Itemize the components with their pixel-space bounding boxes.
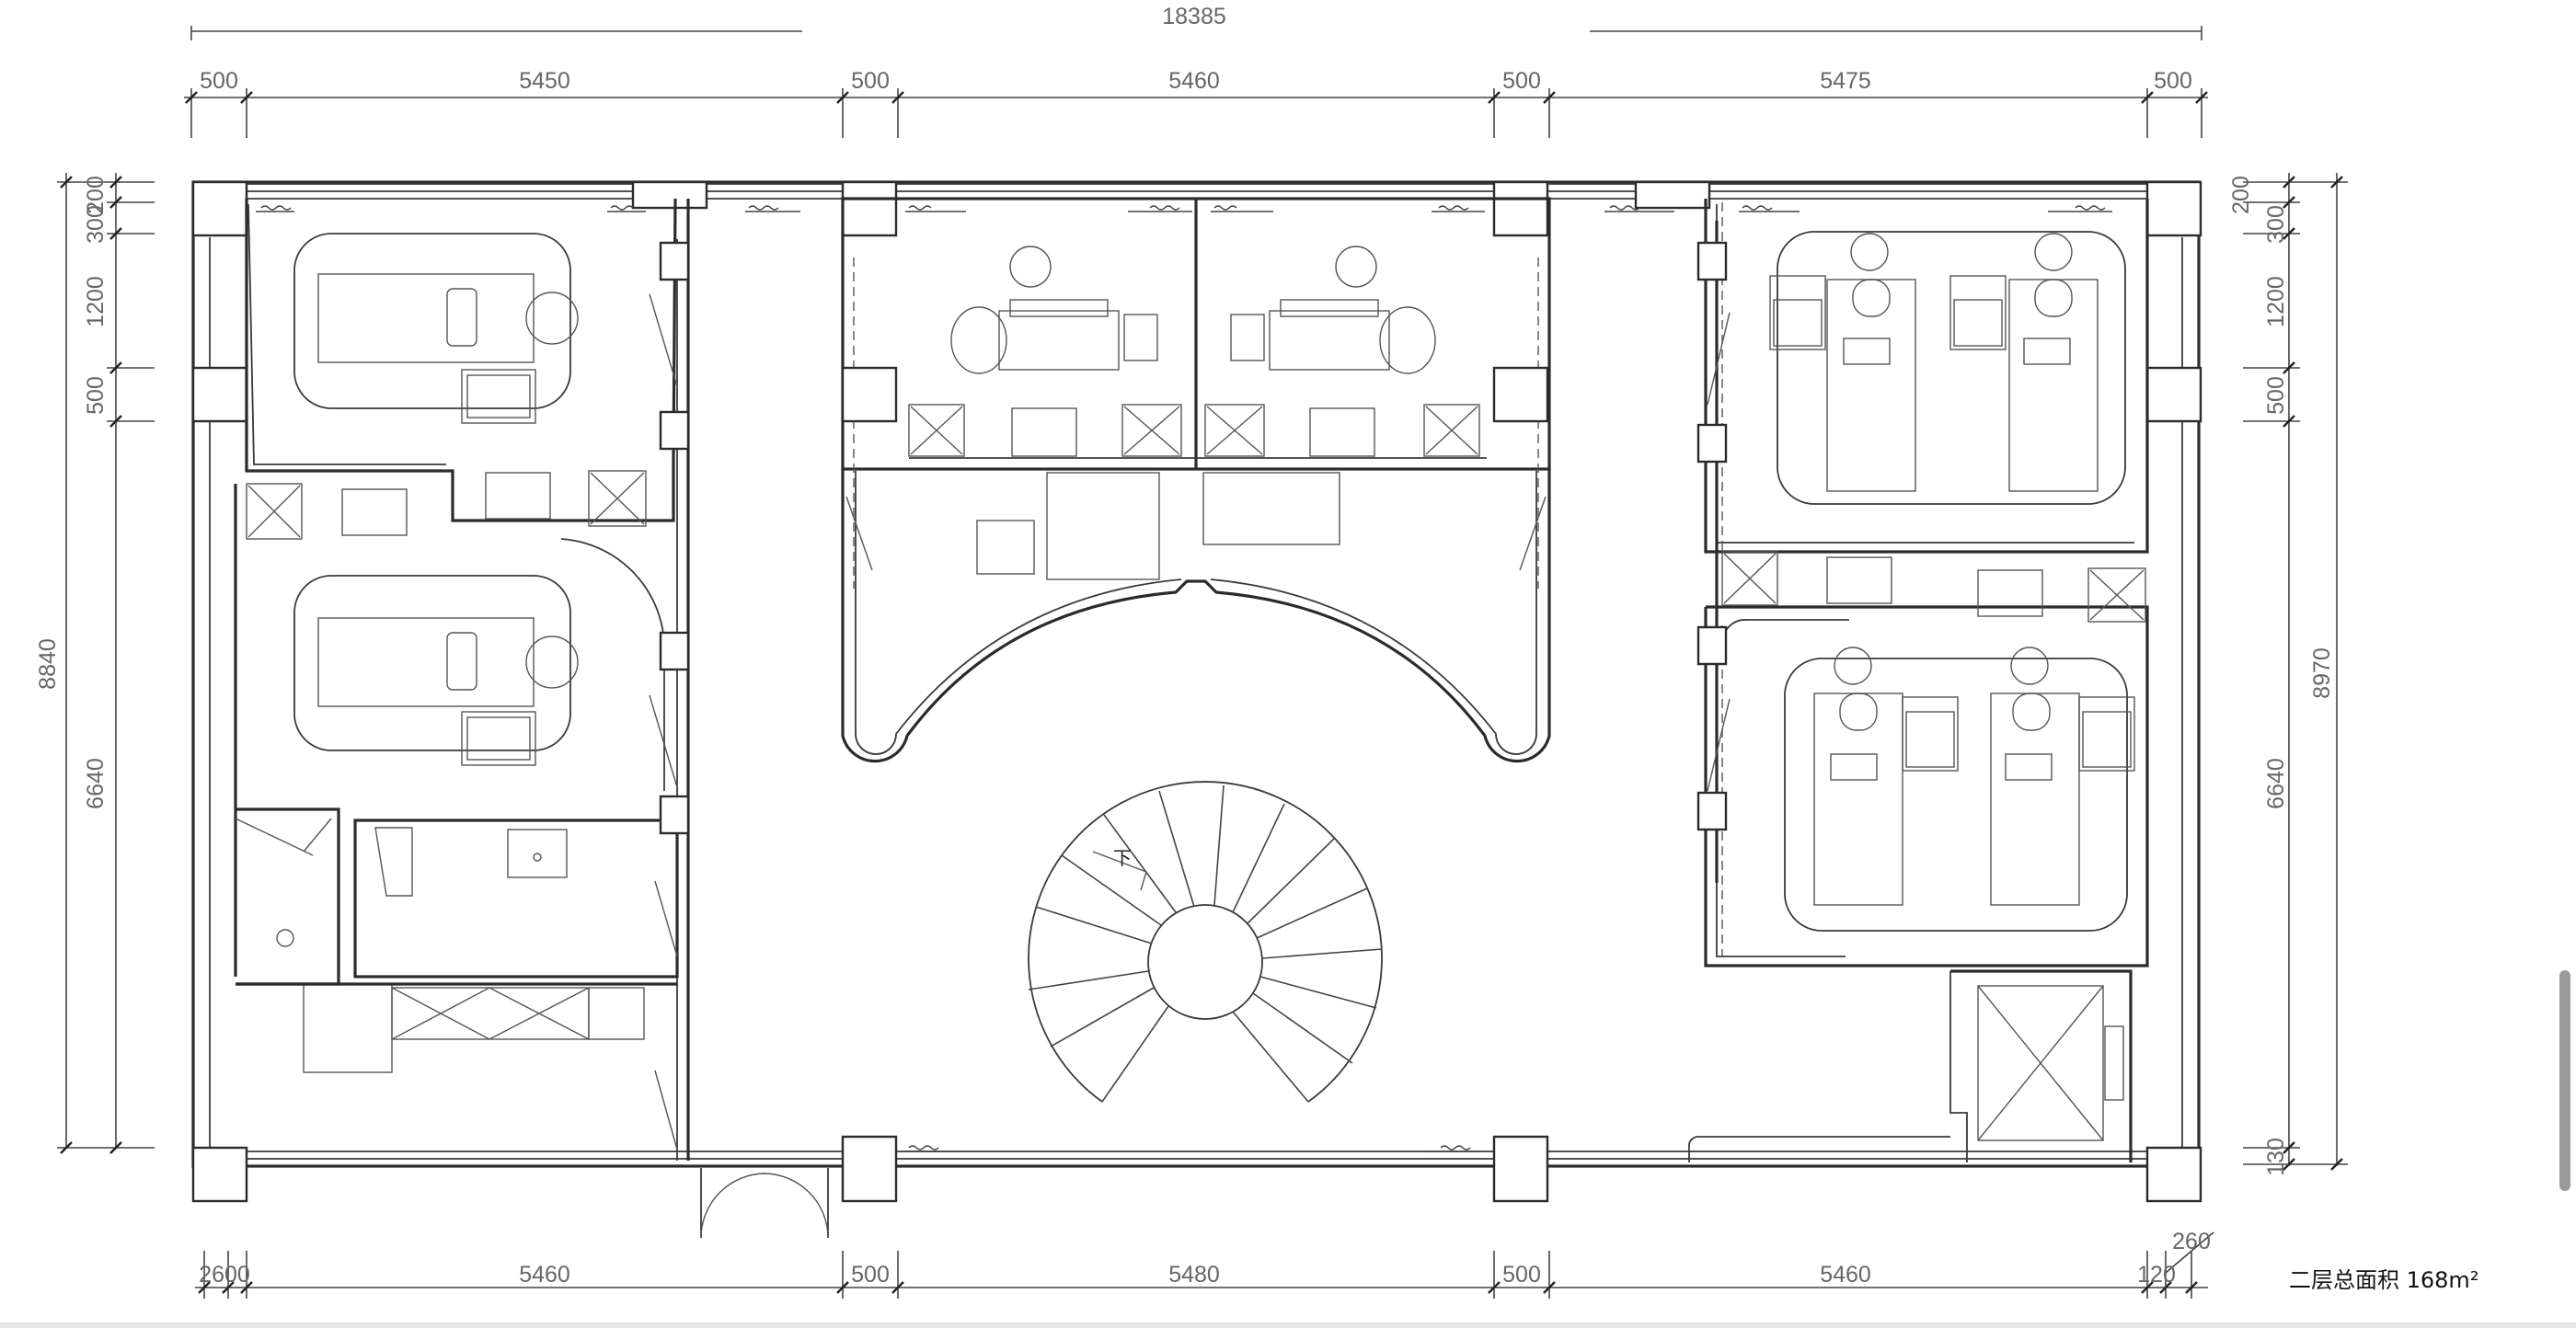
dim-bottom-extra: 260: [2172, 1229, 2211, 1254]
window-markers: [256, 205, 2112, 1152]
bottom-dimension-lines: 2600 5460 500 5480 500 5460 120 260: [195, 1229, 2214, 1299]
left-dimension-lines: 200 300 1200 500 6640 8840: [35, 173, 155, 1154]
dim-top-1: 500: [200, 68, 238, 94]
entrance-door: [700, 1168, 829, 1239]
center-wing: [841, 197, 1551, 763]
dim-total-width: 18385: [1162, 4, 1226, 29]
dim-right-2: 300: [2263, 205, 2289, 244]
dim-right-total: 8970: [2309, 647, 2335, 699]
dim-top-6: 5475: [1820, 68, 1871, 94]
vertical-scrollbar-thumb[interactable]: [2559, 970, 2570, 1191]
left-wing: [234, 198, 690, 1161]
dim-bottom-7: 120: [2137, 1262, 2176, 1288]
dim-top-5: 500: [1502, 68, 1541, 94]
dim-right-6: 130: [2263, 1138, 2289, 1176]
right-wing: [1688, 199, 2149, 1162]
dim-bottom-3: 500: [851, 1262, 890, 1288]
dim-top-2: 5450: [519, 68, 570, 94]
spiral-stair: 下: [1028, 781, 1383, 1103]
dim-left-5: 6640: [83, 758, 109, 809]
floor-area-label: 二层总面积 168m²: [2289, 1267, 2479, 1293]
top-dimension-lines: 18385 500 5450 500 5460 500 5475 500: [184, 4, 2208, 138]
dim-bottom-5: 500: [1502, 1262, 1541, 1288]
dim-bottom-6: 5460: [1820, 1262, 1871, 1288]
dim-right-1: 200: [2228, 176, 2254, 214]
dim-top-4: 5460: [1168, 68, 1220, 94]
dim-bottom-1: 2600: [199, 1262, 250, 1288]
stair-down-label: 下: [1113, 847, 1132, 869]
bottom-edge-strip: [0, 1322, 2576, 1328]
structural-columns: [191, 180, 2202, 1203]
dim-bottom-4: 5480: [1168, 1262, 1220, 1288]
dim-right-4: 500: [2263, 376, 2289, 415]
dim-left-2: 300: [83, 205, 109, 244]
dim-left-1: 200: [83, 176, 109, 214]
dim-top-7: 500: [2154, 68, 2192, 94]
dim-top-3: 500: [851, 68, 890, 94]
dim-left-3: 1200: [83, 276, 109, 327]
dim-left-4: 500: [83, 376, 109, 415]
right-dimension-lines: 200 300 1200 500 6640 130 8970: [2228, 173, 2348, 1176]
dim-left-total: 8840: [35, 638, 61, 690]
dim-right-3: 1200: [2263, 276, 2289, 327]
dim-right-5: 6640: [2263, 758, 2289, 809]
dim-bottom-2: 5460: [519, 1262, 570, 1288]
